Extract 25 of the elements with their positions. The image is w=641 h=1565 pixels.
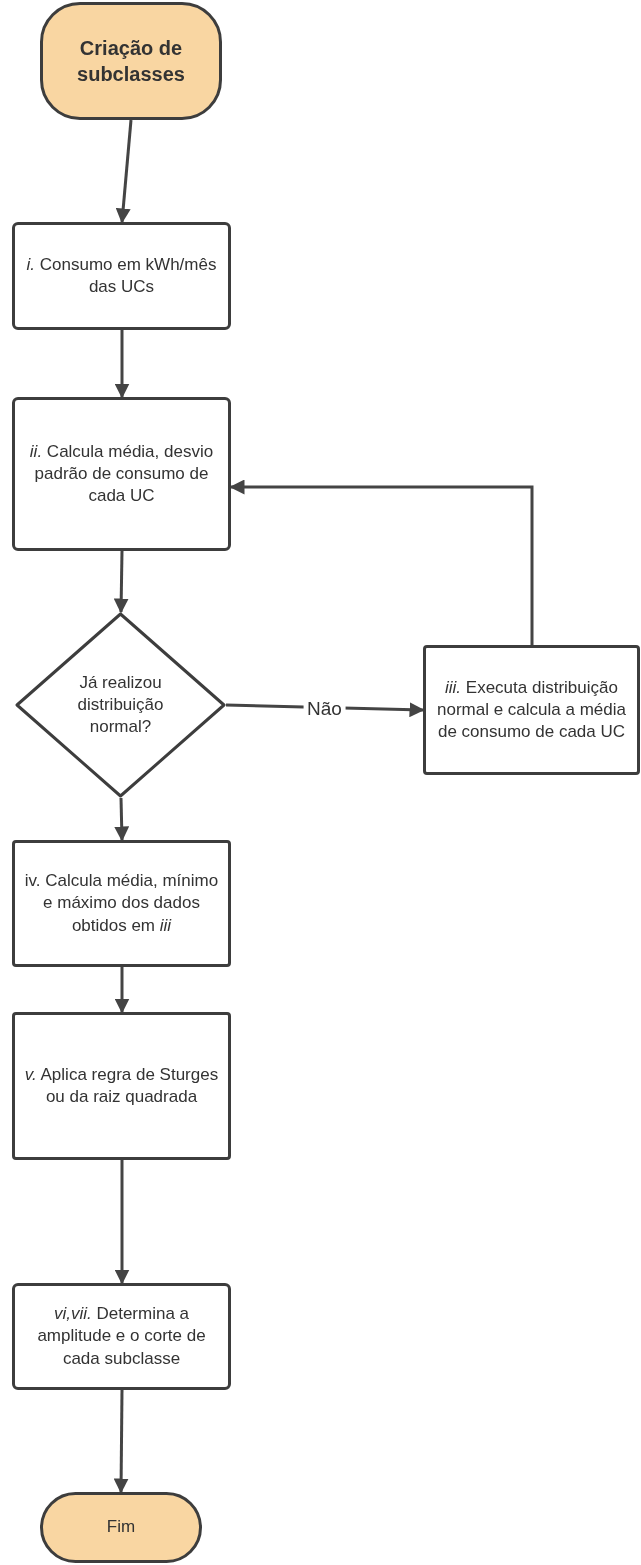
step-text: vi,vii. Determina a amplitude e o corte de cada subclasse — [36, 1303, 207, 1370]
step-text: v. Aplica regra de Sturges ou da raiz quadrada — [23, 1063, 220, 1108]
arrow — [229, 479, 534, 645]
terminal-text: Fim — [106, 1516, 136, 1539]
step-text: i. Consumo em kWh/mês das UCs — [25, 253, 218, 298]
process-box — [12, 397, 231, 551]
arrow — [115, 119, 133, 224]
arrow — [114, 1160, 130, 1285]
decision-diamond — [15, 612, 226, 798]
step-text: ii. Calcula média, desvio padrão de consumo de cada UC — [28, 440, 215, 508]
arrow — [113, 1390, 129, 1494]
arrow — [114, 797, 130, 842]
step-text: Já realizou distribuição normal? — [76, 671, 165, 739]
process-box — [423, 645, 640, 775]
process-box — [12, 1012, 231, 1160]
process-box — [12, 222, 231, 330]
step-text: iv. Calcula média, mínimo e máximo dos dados obtidos em iii — [23, 870, 220, 937]
step-text: iii. Executa distribuição normal e calcula a média de consumo de cada UC — [436, 676, 627, 744]
arrow — [114, 330, 130, 399]
arrow — [113, 550, 129, 614]
terminal-text: Criação de subclasses — [76, 36, 186, 87]
arrow — [114, 967, 130, 1014]
process-box — [12, 1283, 231, 1390]
terminal-pill — [40, 2, 222, 120]
process-box — [12, 840, 231, 967]
